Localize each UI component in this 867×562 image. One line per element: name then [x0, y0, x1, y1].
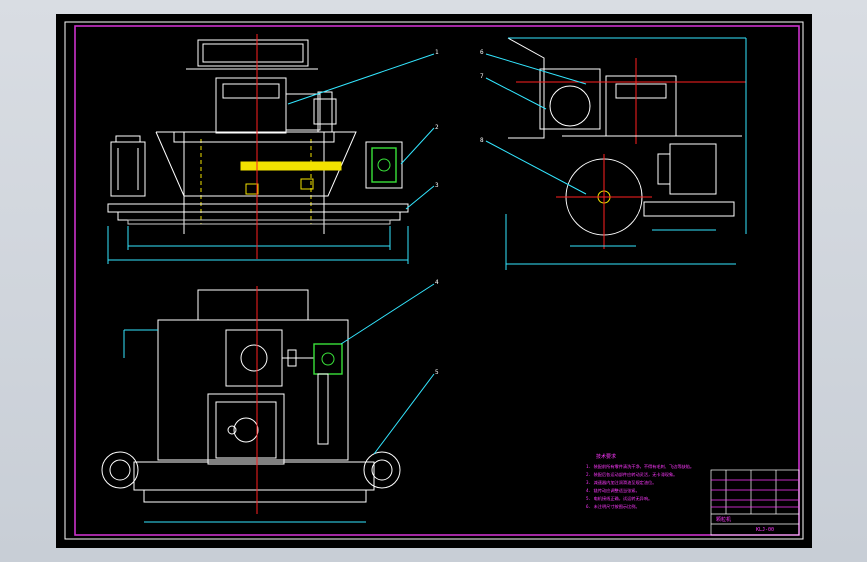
sheet-border-outer — [64, 21, 804, 540]
drawing-canvas[interactable]: 1 2 3 4 5 6 7 8 技术要求 1. 装配前所有零件清洗干净，不得有毛… — [56, 14, 812, 548]
screw-auger — [240, 161, 342, 171]
side-motor — [669, 143, 717, 195]
balloon-labels: 1 2 3 4 5 6 7 8 — [435, 49, 484, 376]
right-gearbox — [365, 141, 403, 189]
drawing-svg: 1 2 3 4 5 6 7 8 技术要求 1. 装配前所有零件清洗干净，不得有毛… — [64, 21, 804, 540]
technical-notes: 技术要求 1. 装配前所有零件清洗干净，不得有毛刺、飞边等缺陷。 2. 装配后各… — [586, 453, 694, 510]
note-2: 2. 装配后各运动部件应转动灵活，无卡滞现象。 — [586, 471, 677, 478]
balloon-2: 2 — [435, 124, 439, 131]
note-5: 5. 电机接线正确，试运转无异响。 — [586, 495, 652, 502]
note-4: 4. 链传动应调整适当张紧。 — [586, 487, 640, 494]
side-hopper — [539, 68, 601, 130]
balloon-6: 6 — [480, 49, 484, 56]
notes-title: 技术要求 — [596, 453, 616, 460]
motor-coupling — [285, 93, 321, 131]
balloon-5: 5 — [435, 369, 439, 376]
gear-housing — [215, 77, 287, 134]
top-track — [133, 461, 375, 491]
top-view — [101, 283, 435, 523]
side-view — [485, 37, 747, 270]
note-1: 1. 装配前所有零件清洗干净，不得有毛刺、飞边等缺陷。 — [586, 463, 694, 470]
note-6: 6. 未注明尺寸按图示比例。 — [586, 503, 640, 510]
note-3: 3. 减速器内加注润滑油至规定油位。 — [586, 479, 656, 486]
hopper-top — [197, 39, 309, 67]
base-rail — [107, 203, 409, 213]
balloon-3: 3 — [435, 182, 439, 189]
title-block — [710, 469, 800, 536]
balloon-7: 7 — [480, 73, 484, 80]
balloon-8: 8 — [480, 137, 484, 144]
top-view-body — [157, 319, 349, 461]
balloon-1: 1 — [435, 49, 439, 56]
title-block-drawing-no: KLJ-00 — [756, 527, 774, 533]
top-gear — [313, 343, 343, 375]
balloon-4: 4 — [435, 279, 439, 286]
title-block-name: 颗粒机 — [716, 516, 731, 523]
hopper-inner — [202, 43, 304, 63]
left-motor — [110, 141, 146, 197]
sheet-border-inner — [74, 25, 800, 536]
title-block-text: 颗粒机 KLJ-00 — [716, 516, 774, 533]
front-view — [107, 34, 435, 264]
